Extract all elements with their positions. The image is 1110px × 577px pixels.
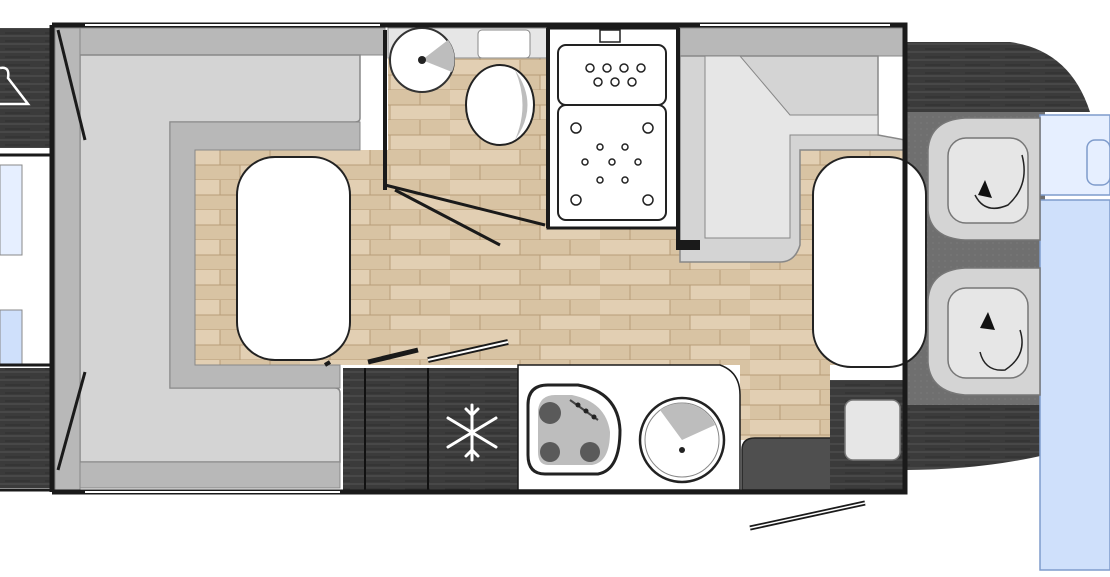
- rear-l-dinette: [54, 27, 386, 491]
- kitchen-sink: [638, 396, 726, 484]
- kitchen-door-left: [367, 347, 419, 365]
- drop-down-bed-pillow: [1086, 139, 1110, 186]
- rear-dinette-table: [236, 156, 351, 361]
- toilet-bowl: [465, 64, 535, 146]
- cab-dashboard-bottom: [905, 405, 1045, 470]
- rear-dinette-inner-edge: [169, 121, 361, 389]
- cab-seat-driver: [927, 117, 1041, 241]
- entry-floor: [740, 360, 830, 440]
- cab-seat-passenger: [927, 267, 1041, 396]
- rear-dinette-bottom-backrest: [79, 461, 341, 489]
- kitchen-cabinet-dark: [343, 368, 518, 490]
- rear-dinette-backrest: [79, 27, 386, 56]
- rotate-arrow-icon: [974, 154, 1025, 210]
- rear-wardrobe: [0, 28, 52, 148]
- front-dinette-table: [812, 156, 927, 368]
- wardrobe-door: [56, 29, 87, 141]
- rear-dinette-side-backrest: [54, 27, 81, 491]
- snowflake-icon: [446, 403, 498, 462]
- entry-seat-cushion: [844, 399, 901, 461]
- cab-dashboard-top: [905, 42, 1090, 112]
- shower-cubicle: [546, 26, 680, 230]
- front-bench-cushion: [704, 55, 879, 239]
- front-dinette: [679, 27, 927, 368]
- shower-drain-holes: [570, 63, 654, 206]
- hanger-icon: [0, 66, 31, 106]
- rear-bed-lower: [0, 309, 23, 366]
- shower-head-mount: [599, 29, 621, 43]
- gas-hob: [526, 383, 622, 476]
- drop-down-bed: [1039, 114, 1110, 571]
- rear-cabinet-lower: [0, 368, 52, 488]
- drop-down-bed-mattress: [1039, 199, 1110, 571]
- rotate-arrow-icon: [979, 329, 1023, 371]
- rear-bedroom: [0, 28, 52, 488]
- washroom-door: [384, 183, 546, 227]
- rear-bed-upper: [0, 164, 23, 256]
- toilet-tank: [477, 29, 531, 59]
- washroom: [383, 27, 549, 247]
- front-bench-backrest: [679, 27, 906, 57]
- outer-walls: [49, 22, 908, 495]
- wash-basin-drain: [418, 56, 426, 64]
- kitchen: [323, 360, 905, 491]
- rotate-arrow-head: [978, 180, 992, 198]
- rotate-arrow-head: [980, 312, 995, 330]
